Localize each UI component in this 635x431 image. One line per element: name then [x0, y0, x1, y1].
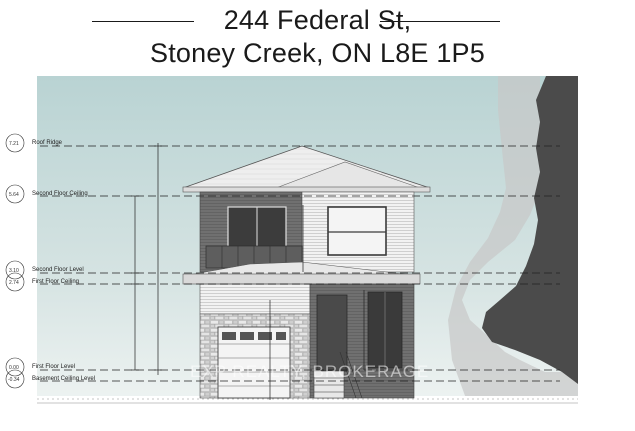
level-label: Second Floor Ceiling — [32, 191, 88, 197]
watermark: EXP REALTY, BROKERAGE — [190, 362, 429, 381]
title-rule-right — [380, 21, 500, 22]
roof-fascia — [182, 186, 431, 193]
first-floor-siding-left — [199, 283, 311, 315]
level-label: Roof Ridge — [32, 140, 63, 146]
level-elev: -0.34 — [8, 377, 20, 383]
level-marker-first-floor-level: 0.00 First Floor Level — [5, 357, 75, 377]
title-rule-left — [92, 21, 194, 22]
level-marker-roof-ridge: 7.21 Roof Ridge — [5, 133, 63, 153]
level-elev: 7.21 — [9, 141, 19, 147]
level-marker-basement-ceiling: -0.34 Basement Ceiling Level — [5, 369, 95, 389]
tree-silhouette — [482, 76, 578, 384]
level-marker-second-floor-level: 3.10 Second Floor Level — [5, 260, 84, 280]
second-floor-window-right — [327, 206, 387, 256]
foliage-light — [448, 76, 578, 404]
ground-strip — [37, 396, 578, 404]
level-marker-second-floor-ceiling: 5.64 Second Floor Ceiling — [5, 184, 88, 204]
address-line-1: 244 Federal St, — [223, 5, 412, 35]
dimension-lines — [131, 143, 365, 400]
ground-hatching — [37, 398, 578, 404]
level-lines — [40, 145, 560, 382]
porch-steps — [313, 370, 345, 399]
level-elev: 3.10 — [9, 268, 19, 274]
level-label: First Floor Level — [32, 364, 75, 370]
address-line-2: Stoney Creek, ON L8E 1P5 — [150, 38, 485, 68]
floor-band — [182, 273, 421, 285]
level-label: Basement Ceiling Level — [32, 376, 95, 382]
level-label: First Floor Ceiling — [32, 279, 79, 285]
level-elev: 2.74 — [9, 280, 19, 286]
level-label: Second Floor Level — [32, 267, 84, 273]
level-marker-first-floor-ceiling: 2.74 First Floor Ceiling — [5, 272, 79, 292]
level-elev: 0.00 — [9, 365, 19, 371]
level-elev: 5.64 — [9, 192, 19, 198]
